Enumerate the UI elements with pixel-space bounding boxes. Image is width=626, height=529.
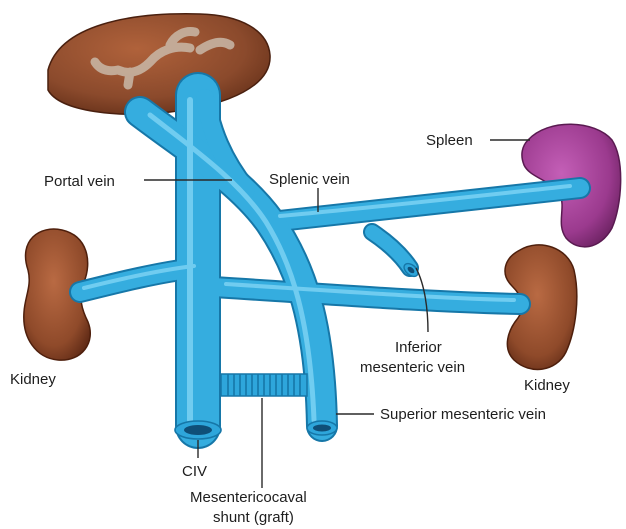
label-inferior-mesenteric-line1: Inferior bbox=[395, 339, 442, 356]
label-civ: CIV bbox=[182, 463, 207, 480]
label-shunt-line2: shunt (graft) bbox=[213, 509, 294, 526]
label-shunt-line1: Mesentericocaval bbox=[190, 489, 307, 506]
label-spleen: Spleen bbox=[426, 132, 473, 149]
label-kidney-right: Kidney bbox=[524, 377, 570, 394]
label-splenic-vein: Splenic vein bbox=[269, 171, 350, 188]
shunt-graft bbox=[221, 374, 307, 396]
label-kidney-left: Kidney bbox=[10, 371, 56, 388]
liver bbox=[48, 14, 270, 114]
label-superior-mesenteric-vein: Superior mesenteric vein bbox=[380, 406, 546, 423]
label-portal-vein: Portal vein bbox=[44, 173, 115, 190]
label-inferior-mesenteric-line2: mesenteric vein bbox=[360, 359, 465, 376]
